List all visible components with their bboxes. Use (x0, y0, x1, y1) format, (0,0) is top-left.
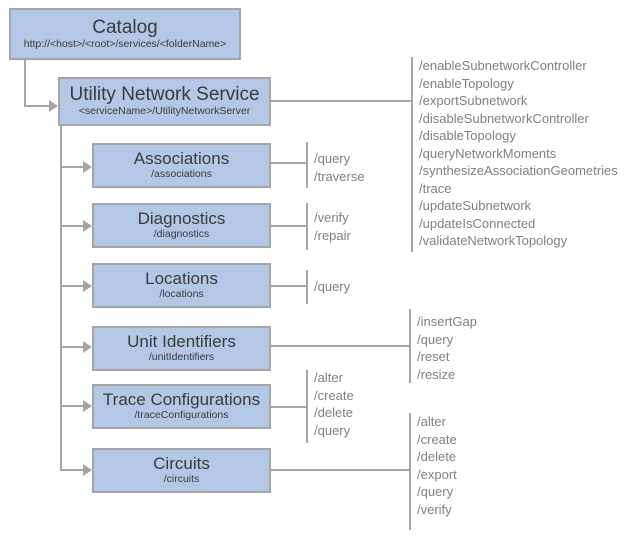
arrow-to-trace-configurations-icon (83, 400, 92, 412)
connector-trace-configurations-ops (271, 406, 307, 408)
node-associations-title: Associations (133, 149, 230, 169)
node-catalog-subtitle: http://<host>/<root>/services/<folderNam… (23, 37, 227, 50)
operation-item: /create (417, 431, 457, 447)
connector-diagnostics-ops (271, 225, 307, 227)
node-catalog: Catalog http://<host>/<root>/services/<f… (9, 8, 241, 60)
operation-item: /alter (417, 414, 446, 429)
operation-item: /delete (417, 449, 457, 464)
operation-item: /validateNetworkTopology (419, 233, 568, 248)
node-unit-identifiers-subtitle: /unitIdentifiers (148, 351, 215, 364)
operations-locations: /query (314, 278, 350, 296)
node-diagnostics: Diagnostics /diagnostics (92, 203, 271, 248)
node-locations: Locations /locations (92, 263, 271, 308)
node-circuits-subtitle: /circuits (163, 473, 200, 486)
node-trace-configurations-title: Trace Configurations (102, 390, 261, 410)
operation-item: /insertGap (417, 314, 477, 329)
arrow-to-diagnostics-icon (83, 220, 92, 232)
arrow-to-unit-identifiers-icon (83, 341, 92, 353)
operations-utility-network-service: /enableSubnetworkController/enableTopolo… (419, 57, 618, 250)
operation-item: /query (417, 484, 454, 499)
node-associations: Associations /associations (92, 143, 271, 188)
node-circuits-title: Circuits (153, 454, 210, 474)
operation-item: /query (314, 422, 351, 438)
node-utility-network-service-subtitle: <serviceName>/UtilityNetworkServer (78, 105, 251, 118)
operations-diagnostics: /verify/repair (314, 209, 351, 244)
bar-associations-ops (306, 142, 308, 188)
operation-item: /verify (314, 210, 349, 225)
operation-item: /enableSubnetworkController (419, 58, 587, 73)
operation-item: /query (314, 279, 351, 294)
connector-branch-associations (61, 166, 83, 168)
connector-uns-ops (270, 100, 412, 102)
operation-item: /queryNetworkMoments (419, 145, 557, 161)
operations-circuits: /alter/create/delete/export/query/verify (417, 413, 457, 518)
connector-locations-ops (271, 285, 307, 287)
connector-associations-ops (271, 162, 307, 164)
operation-item: /updateSubnetwork (419, 198, 532, 213)
operations-trace-configurations: /alter/create/delete/query (314, 369, 354, 439)
operation-item: /create (314, 387, 354, 403)
operation-item: /enableTopology (419, 75, 514, 91)
node-utility-network-service: Utility Network Service <serviceName>/Ut… (58, 77, 271, 126)
arrow-to-circuits-icon (83, 464, 92, 476)
operation-item: /repair (314, 227, 351, 243)
node-unit-identifiers: Unit Identifiers /unitIdentifiers (92, 326, 271, 371)
connector-uns-trunk (60, 126, 62, 471)
node-circuits: Circuits /circuits (92, 448, 271, 493)
operation-item: /disableTopology (419, 128, 516, 143)
operation-item: /resize (417, 366, 456, 382)
node-catalog-title: Catalog (92, 16, 158, 38)
connector-branch-circuits (61, 469, 83, 471)
operation-item: /verify (417, 501, 452, 517)
bar-unit-identifiers-ops (409, 309, 411, 383)
operation-item: /exportSubnetwork (419, 93, 528, 108)
connector-branch-diagnostics (61, 225, 83, 227)
arrow-to-associations-icon (83, 161, 92, 173)
operation-item: /synthesizeAssociationGeometries (419, 163, 618, 178)
node-trace-configurations-subtitle: /traceConfigurations (134, 409, 229, 422)
connector-unit-identifiers-ops (271, 345, 410, 347)
node-unit-identifiers-title: Unit Identifiers (127, 332, 236, 352)
operations-unit-identifiers: /insertGap/query/reset/resize (417, 313, 477, 383)
operation-item: /query (314, 151, 351, 166)
operation-item: /query (417, 331, 454, 347)
connector-catalog-down (24, 60, 26, 107)
operation-item: /export (417, 466, 457, 482)
operation-item: /disableSubnetworkController (419, 110, 589, 126)
node-diagnostics-title: Diagnostics (137, 209, 226, 229)
connector-branch-locations (61, 285, 83, 287)
operation-item: /trace (419, 180, 452, 196)
operation-item: /traverse (314, 168, 365, 184)
node-utility-network-service-title: Utility Network Service (69, 84, 260, 106)
bar-circuits-ops (409, 413, 411, 530)
operation-item: /delete (314, 405, 354, 420)
operation-item: /reset (417, 349, 450, 364)
node-trace-configurations: Trace Configurations /traceConfiguration… (92, 384, 271, 429)
connector-circuits-ops (271, 469, 410, 471)
bar-uns-ops (411, 57, 413, 252)
bar-trace-configurations-ops (306, 370, 308, 443)
connector-branch-trace-configurations (61, 405, 83, 407)
operation-item: /alter (314, 370, 343, 385)
bar-diagnostics-ops (306, 203, 308, 250)
arrow-to-uns-icon (49, 100, 58, 112)
node-associations-subtitle: /associations (151, 168, 212, 181)
node-diagnostics-subtitle: /diagnostics (153, 228, 210, 241)
node-locations-title: Locations (145, 269, 218, 289)
node-locations-subtitle: /locations (159, 288, 204, 301)
operation-item: /updateIsConnected (419, 215, 536, 231)
connector-catalog-to-uns (24, 105, 50, 107)
connector-branch-unit-identifiers (61, 346, 83, 348)
arrow-to-locations-icon (83, 280, 92, 292)
bar-locations-ops (306, 270, 308, 304)
operations-associations: /query/traverse (314, 150, 365, 185)
